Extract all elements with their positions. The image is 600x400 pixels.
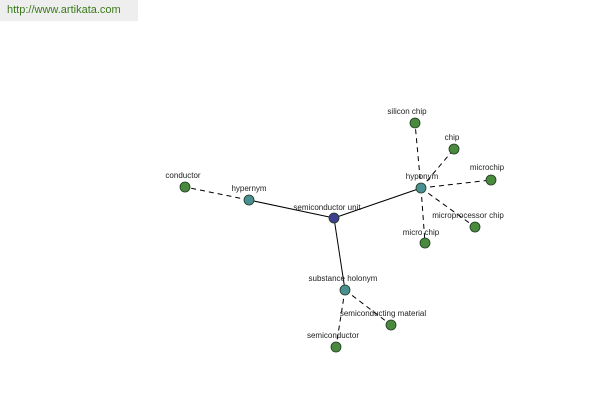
edge-hyponym-microchip xyxy=(420,179,492,189)
edge-root-hyponym xyxy=(333,187,422,219)
edge-hyponym-micro-chip xyxy=(420,187,426,244)
edge-hypernym-conductor xyxy=(184,186,250,201)
edge-hyponym-chip xyxy=(420,148,455,189)
node-label-microchip: microchip xyxy=(470,163,505,172)
node-microprocessor-chip[interactable] xyxy=(469,221,481,233)
node-label-holonym: substance holonym xyxy=(309,274,378,283)
edge-hyponym-silicon-chip xyxy=(414,122,422,189)
node-micro-chip[interactable] xyxy=(419,237,431,249)
node-conductor[interactable] xyxy=(179,181,191,193)
node-label-hyponym: hyponym xyxy=(406,172,439,181)
site-banner: http://www.artikata.com xyxy=(0,0,138,21)
edge-root-hypernym xyxy=(248,199,335,219)
edge-root-holonym xyxy=(333,217,346,291)
site-url-link[interactable]: http://www.artikata.com xyxy=(7,4,121,16)
node-label-semiconductor: semiconductor xyxy=(307,331,359,340)
node-microchip[interactable] xyxy=(485,174,497,186)
node-root[interactable] xyxy=(328,212,340,224)
node-hyponym[interactable] xyxy=(415,182,427,194)
node-label-root: semiconductor unit xyxy=(293,203,361,212)
node-label-conductor: conductor xyxy=(165,171,200,180)
node-silicon-chip[interactable] xyxy=(409,117,421,129)
node-label-microprocessor-chip: microprocessor chip xyxy=(432,211,504,220)
edge-holonym-semiconductor xyxy=(335,289,346,348)
edge-hyponym-microprocessor-chip xyxy=(420,187,476,228)
node-semiconducting-material[interactable] xyxy=(385,319,397,331)
node-label-hypernym: hypernym xyxy=(231,184,266,193)
node-label-silicon-chip: silicon chip xyxy=(387,107,427,116)
node-label-semiconducting-material: semiconducting material xyxy=(340,309,426,318)
node-label-micro-chip: micro chip xyxy=(403,228,440,237)
node-chip[interactable] xyxy=(448,143,460,155)
node-semiconductor[interactable] xyxy=(330,341,342,353)
node-label-chip: chip xyxy=(445,133,460,142)
edge-holonym-semiconducting-material xyxy=(344,289,392,326)
node-holonym[interactable] xyxy=(339,284,351,296)
node-hypernym[interactable] xyxy=(243,194,255,206)
